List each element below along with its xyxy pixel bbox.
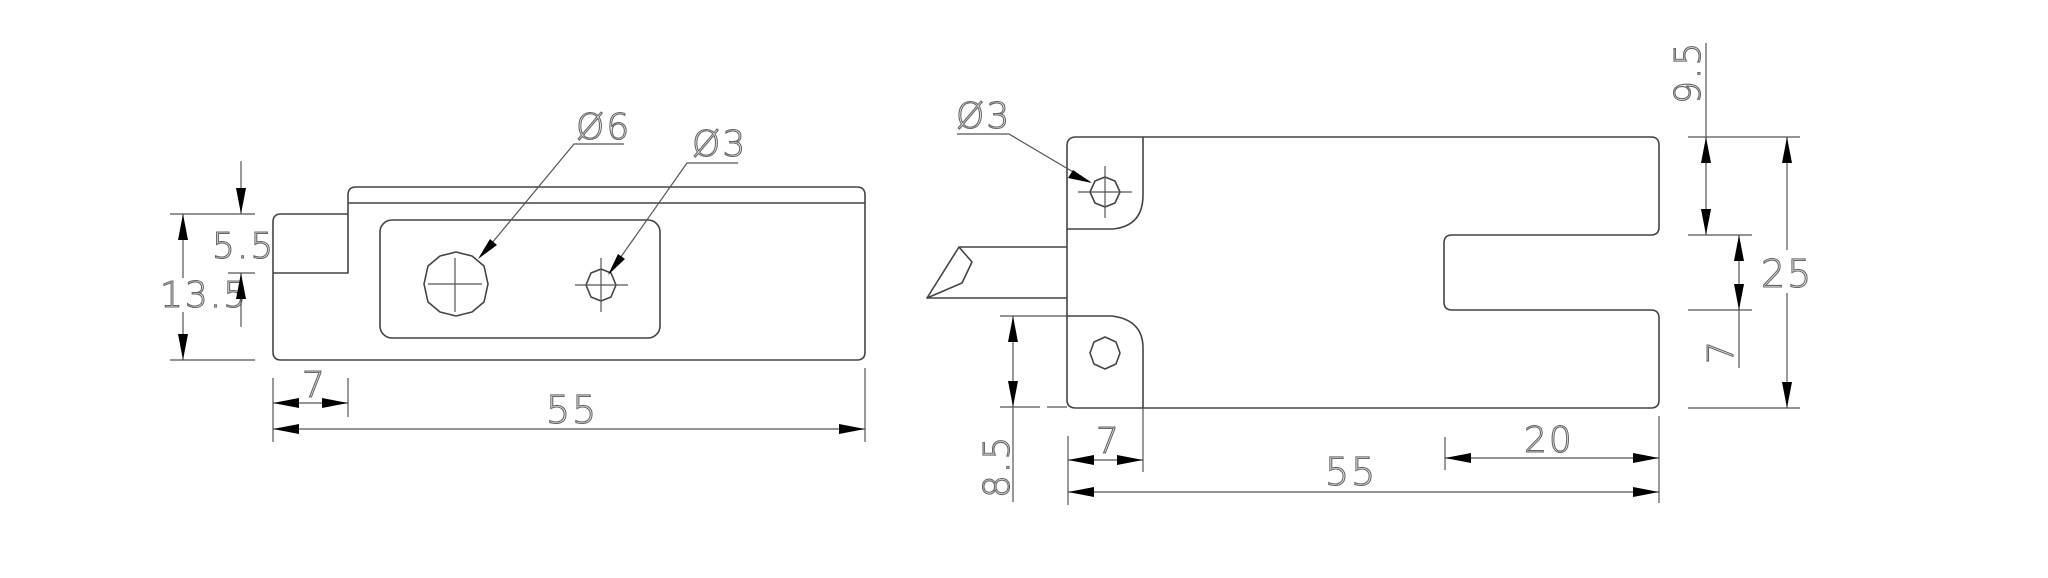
dim-overall-width-label: 25: [1761, 252, 1813, 296]
small-hole: [575, 258, 628, 312]
top-view-body-outline: [1066, 136, 1660, 409]
large-hole-label: Ø6: [576, 107, 631, 148]
upper-lug: [1067, 137, 1144, 230]
side-view-step-line: [273, 214, 349, 274]
dim-lug-offset-label: 8.5: [977, 435, 1018, 498]
dim-overall-length: 55: [273, 368, 866, 442]
dim-overall-width: 25: [1760, 137, 1813, 408]
dim-top-overall-length: 55: [1068, 449, 1659, 497]
top-view: Ø3 9.5 7 25: [926, 40, 1813, 505]
lower-mounting-hole: [1089, 336, 1121, 370]
dim-lug-length-label: 7: [1096, 421, 1121, 462]
dim-slot-width: 7: [1700, 235, 1744, 368]
side-view-body-outline: [272, 186, 866, 361]
dim-top-overall-length-label: 55: [1325, 450, 1377, 494]
dim-overall-length-label: 55: [546, 388, 598, 432]
dim-lug-length: 7: [1067, 408, 1144, 505]
dim-slot-offset: 9.5: [1667, 40, 1711, 235]
dim-slot-depth: 20: [1444, 416, 1660, 503]
lower-lug: [1067, 315, 1144, 408]
side-view: Ø6 Ø3 13.5 5.5: [159, 106, 866, 442]
dim-slot-depth-label: 20: [1524, 420, 1574, 461]
dim-slot-width-label: 7: [1701, 339, 1742, 364]
dim-step-height-label: 5.5: [212, 226, 275, 267]
small-hole-label: Ø3: [692, 124, 747, 165]
dim-step-length-label: 7: [302, 365, 327, 406]
dim-step-height: 5.5: [211, 161, 275, 327]
dim-overall-height: 13.5: [159, 213, 255, 361]
mounting-hole-callout: Ø3: [955, 95, 1092, 183]
upper-mounting-hole: [1078, 166, 1132, 218]
side-view-inner-recess: [379, 219, 661, 339]
dim-lug-offset: 8.5: [976, 315, 1067, 502]
dim-overall-height-label: 13.5: [160, 275, 248, 316]
mounting-hole-label: Ø3: [956, 96, 1011, 137]
cable: [926, 246, 1067, 299]
large-hole: [423, 251, 489, 317]
large-hole-callout: Ø6: [478, 106, 631, 259]
dim-step-length: 7: [272, 364, 349, 442]
small-hole-callout: Ø3: [608, 123, 747, 275]
dim-slot-offset-label: 9.5: [1668, 41, 1709, 104]
